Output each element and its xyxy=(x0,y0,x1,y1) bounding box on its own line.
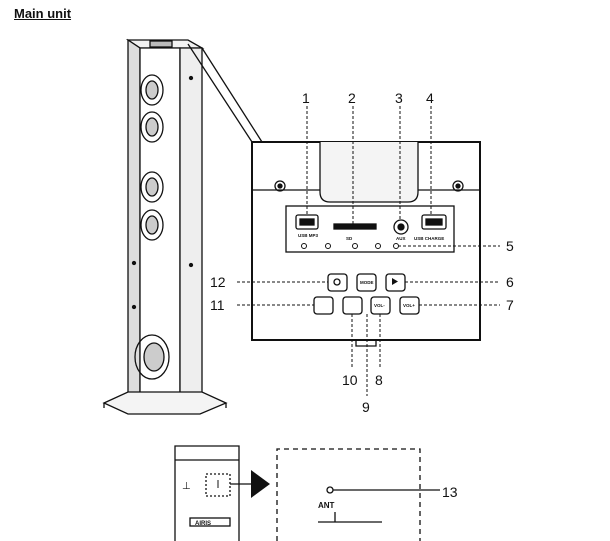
back-panel: ⊥ AIRIS xyxy=(174,445,270,541)
mode-button xyxy=(356,273,377,292)
antenna-closeup: ANT xyxy=(276,448,440,541)
callout-9: 9 xyxy=(362,399,370,415)
usb-mp3-label: USB MP3 xyxy=(298,233,319,238)
callout-5: 5 xyxy=(506,238,514,254)
callout-13: 13 xyxy=(442,484,458,500)
brand-logo: AIRIS xyxy=(195,521,211,527)
callout-11: 11 xyxy=(210,297,225,313)
top-panel-closeup: USB MP3 SD AUX USB CHARGE MODE VOL- VOL+ xyxy=(251,141,481,347)
antenna-icon: ⊥ xyxy=(182,481,191,492)
aux-label: AUX xyxy=(396,236,406,241)
sd-label: SD xyxy=(346,236,353,241)
arrow-icon xyxy=(251,470,270,498)
callout-10: 10 xyxy=(342,372,358,388)
sd-card-slot xyxy=(333,223,377,230)
callout-8: 8 xyxy=(375,372,383,388)
vol-minus-label: VOL- xyxy=(374,303,385,308)
driver-4 xyxy=(140,209,164,241)
driver-2 xyxy=(140,111,164,143)
callout-3: 3 xyxy=(395,90,403,106)
vol-plus-label: VOL+ xyxy=(403,303,415,308)
callout-2: 2 xyxy=(348,90,356,106)
callout-12: 12 xyxy=(210,274,226,290)
usb-charge-label: USB CHARGE xyxy=(414,236,444,241)
callout-1: 1 xyxy=(302,90,310,106)
callout-7: 7 xyxy=(506,297,514,313)
callout-6: 6 xyxy=(506,274,514,290)
tower-speaker xyxy=(102,38,263,415)
driver-1 xyxy=(140,74,164,106)
aux-jack xyxy=(393,219,409,235)
driver-3 xyxy=(140,171,164,203)
mode-label: MODE xyxy=(360,280,374,285)
page-title: Main unit xyxy=(14,6,72,21)
ant-label: ANT xyxy=(318,501,335,510)
woofer xyxy=(134,334,170,380)
callout-4: 4 xyxy=(426,90,434,106)
leader-lines xyxy=(237,106,500,396)
